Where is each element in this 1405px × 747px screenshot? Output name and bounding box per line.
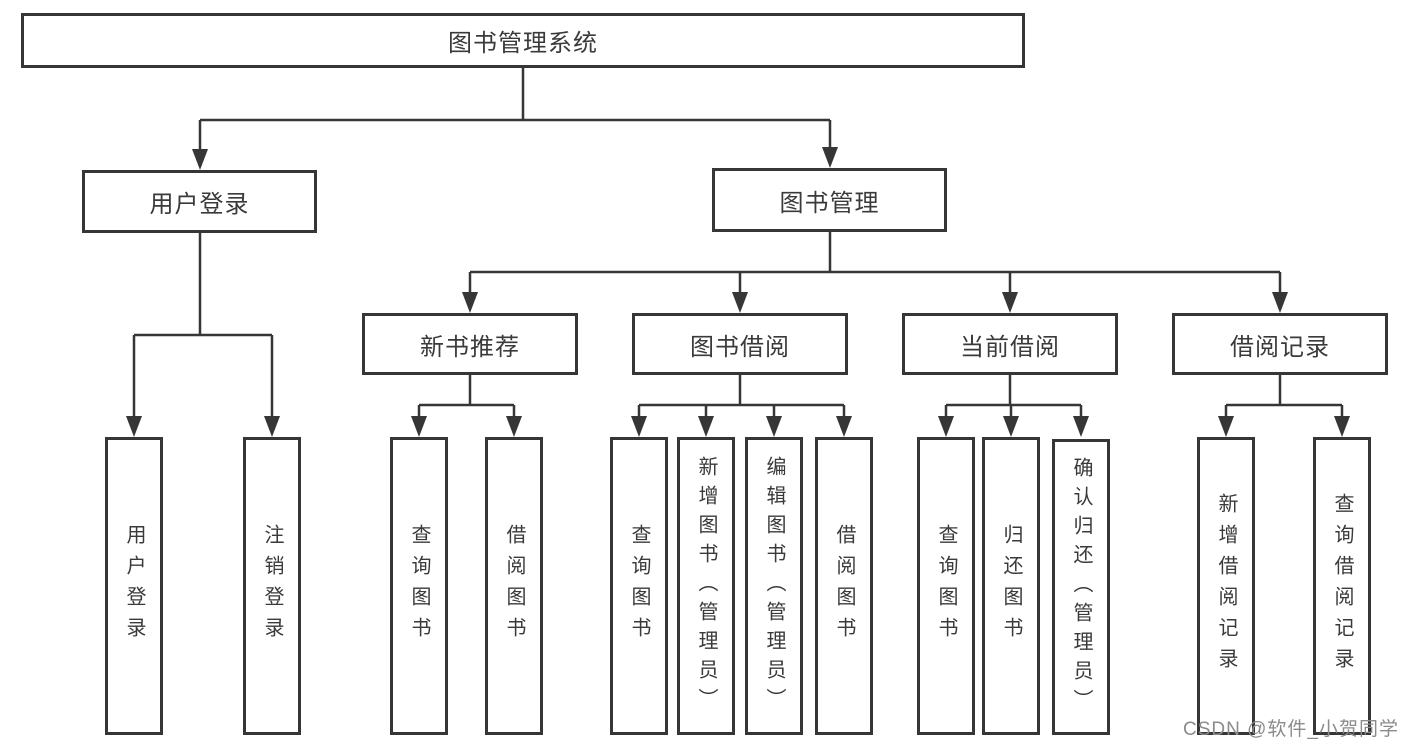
node-user-login-branch: 用户登录 bbox=[82, 170, 317, 233]
leaf-confirm-return-admin: 确认归还（管理员） bbox=[1052, 439, 1110, 735]
node-current-borrowing: 当前借阅 bbox=[902, 313, 1118, 375]
leaf-borrow-books: 借阅图书 bbox=[815, 437, 873, 735]
leaf-add-book-admin: 新增图书（管理员） bbox=[677, 437, 735, 735]
leaf-query-books-borrow: 查询图书 bbox=[610, 437, 668, 735]
leaf-edit-book-admin: 编辑图书（管理员） bbox=[745, 437, 803, 735]
connector-edges bbox=[132, 68, 1344, 418]
node-new-book-recommend: 新书推荐 bbox=[362, 313, 578, 375]
leaf-logout: 注销登录 bbox=[243, 437, 301, 735]
leaf-user-login: 用户登录 bbox=[105, 437, 163, 735]
arrowheads bbox=[126, 147, 1350, 437]
leaf-query-books-new: 查询图书 bbox=[390, 437, 448, 735]
node-book-management-branch: 图书管理 bbox=[712, 168, 947, 232]
leaf-add-borrow-record: 新增借阅记录 bbox=[1197, 437, 1255, 735]
node-root-system: 图书管理系统 bbox=[21, 13, 1025, 68]
node-borrow-records: 借阅记录 bbox=[1172, 313, 1388, 375]
leaf-query-borrow-record: 查询借阅记录 bbox=[1313, 437, 1371, 735]
node-book-borrowing: 图书借阅 bbox=[632, 313, 848, 375]
leaf-query-books-current: 查询图书 bbox=[917, 437, 975, 735]
leaf-return-books: 归还图书 bbox=[982, 437, 1040, 735]
leaf-borrow-books-new: 借阅图书 bbox=[485, 437, 543, 735]
csdn-watermark: CSDN @软件_小贺同学 bbox=[1183, 719, 1399, 740]
